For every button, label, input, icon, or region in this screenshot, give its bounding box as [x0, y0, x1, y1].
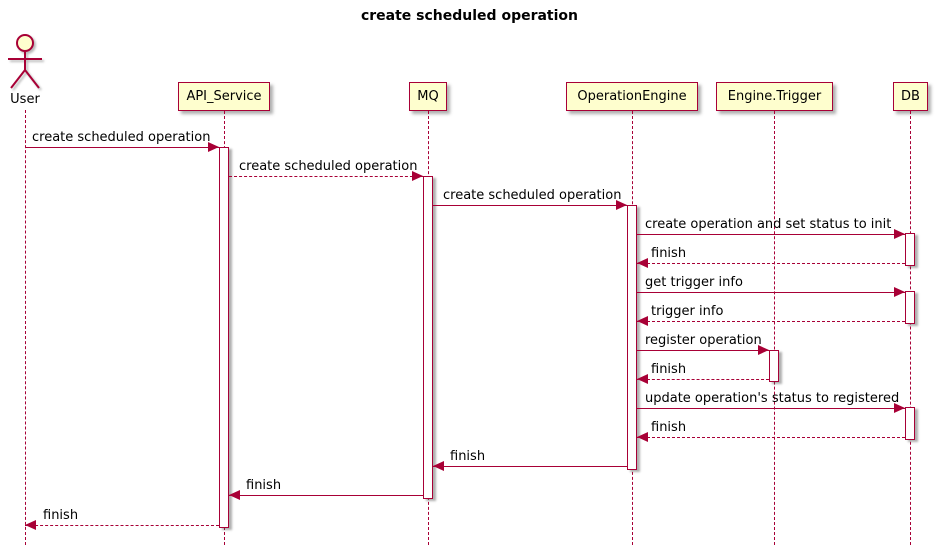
message-label: finish: [450, 449, 486, 464]
arrowhead-icon: [637, 316, 648, 326]
activation-mq: [423, 176, 433, 499]
participant-operation-engine-label: OperationEngine: [577, 89, 687, 104]
participant-api-service: API_Service: [178, 82, 270, 111]
message-label: finish: [651, 362, 687, 377]
message-line: [637, 292, 905, 293]
message-line: [433, 466, 627, 467]
message-line: [637, 379, 769, 380]
arrowhead-icon: [637, 374, 648, 384]
participant-engine-trigger-label: Engine.Trigger: [727, 89, 822, 104]
message-label: update operation's status to registered: [645, 391, 900, 406]
participant-mq-label: MQ: [417, 89, 439, 104]
activation-db-2: [905, 291, 915, 324]
arrowhead-icon: [637, 432, 648, 442]
message-line: [637, 437, 905, 438]
message-line: [637, 350, 769, 351]
participant-db: DB: [893, 82, 928, 111]
message-label: finish: [43, 508, 79, 523]
arrowhead-icon: [894, 403, 905, 413]
message-line: [637, 263, 905, 264]
arrowhead-icon: [637, 258, 648, 268]
actor-user-label: User: [10, 92, 40, 107]
message-label: create scheduled operation: [443, 188, 622, 203]
arrowhead-icon: [894, 287, 905, 297]
message-label: create operation and set status to init: [645, 217, 892, 232]
stick-figure-icon: [8, 34, 42, 89]
activation-db-3: [905, 407, 915, 440]
message-line: [25, 147, 219, 148]
message-label: finish: [651, 420, 687, 435]
participant-db-label: DB: [901, 89, 920, 104]
arrowhead-icon: [208, 142, 219, 152]
message-label: register operation: [645, 333, 762, 348]
arrowhead-icon: [758, 345, 769, 355]
message-line: [229, 176, 423, 177]
lifeline-engine-trigger: [774, 111, 775, 545]
message-line: [637, 234, 905, 235]
message-line: [229, 495, 423, 496]
lifeline-user: [25, 110, 26, 545]
participant-mq: MQ: [409, 82, 447, 111]
message-label: trigger info: [651, 304, 724, 319]
lifeline-db: [910, 111, 911, 545]
activation-engine-trigger: [769, 350, 779, 382]
participant-operation-engine: OperationEngine: [566, 82, 698, 111]
arrowhead-icon: [229, 490, 240, 500]
arrowhead-icon: [433, 461, 444, 471]
message-label: create scheduled operation: [239, 159, 418, 174]
message-line: [433, 205, 627, 206]
participant-engine-trigger: Engine.Trigger: [716, 82, 833, 111]
message-label: get trigger info: [645, 275, 743, 290]
message-label: finish: [651, 246, 687, 261]
activation-operation-engine: [627, 205, 637, 470]
arrowhead-icon: [25, 520, 36, 530]
message-line: [637, 408, 905, 409]
activation-api-service: [219, 147, 229, 528]
message-label: finish: [246, 478, 282, 493]
arrowhead-icon: [412, 171, 423, 181]
message-line: [637, 321, 905, 322]
participant-api-service-label: API_Service: [186, 89, 262, 104]
message-label: create scheduled operation: [32, 130, 211, 145]
arrowhead-icon: [616, 200, 627, 210]
arrowhead-icon: [894, 229, 905, 239]
message-line: [25, 525, 219, 526]
diagram-title: create scheduled operation: [360, 8, 579, 24]
activation-db-1: [905, 233, 915, 266]
